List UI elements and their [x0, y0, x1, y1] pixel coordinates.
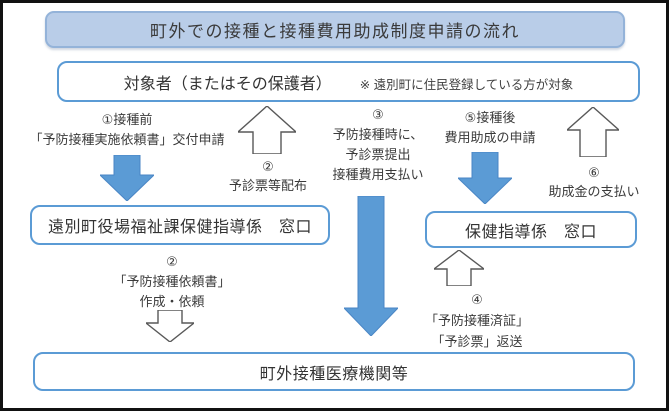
step3-num: ③ [372, 107, 384, 122]
step6-annotation: ⑥ 助成金の支払い [538, 163, 650, 201]
step1-annotation: ①接種前 「予防接種実施依頼書」交付申請 [18, 110, 236, 150]
medical-institution-label: 町外接種医療機関等 [259, 365, 409, 383]
step2-request-annotation: ② 「予防接種依頼書」 作成・依頼 [102, 252, 242, 312]
subject-note: ※ 遠別町に住民登録している方が対象 [359, 77, 574, 92]
white-up-arrow-step4 [434, 250, 484, 286]
step6-num: ⑥ [588, 165, 600, 180]
step2-request-num: ② [166, 254, 178, 269]
white-up-arrow-step6 [567, 107, 619, 157]
blue-down-arrow-step5 [458, 152, 512, 204]
town-office-label: 遠別町役場福祉課保健指導係 窓口 [47, 219, 312, 236]
step6-label: 助成金の支払い [548, 184, 640, 199]
step4-line1: 「予防接種済証」 [424, 313, 529, 328]
step4-line2: 「予診票」返送 [431, 334, 523, 349]
step5-line2: 費用助成の申請 [444, 130, 536, 145]
step2-distribute-label: 予診票等配布 [228, 178, 307, 193]
white-up-arrow-step2 [238, 106, 296, 154]
page-title: 町外での接種と接種費用助成制度申請の流れ [150, 22, 520, 41]
step1-line2: 「予防接種実施依頼書」交付申請 [29, 132, 225, 147]
step5-annotation: ⑤接種後 費用助成の申請 [430, 108, 550, 148]
blue-down-arrow-step1 [100, 155, 154, 201]
step2-request-line2: 作成・依頼 [139, 294, 205, 309]
step2-request-line1: 「予防接種依頼書」 [113, 274, 231, 289]
step2-distribute-annotation: ② 予診票等配布 [222, 157, 314, 195]
step4-annotation: ④ 「予防接種済証」 「予診票」返送 [402, 289, 552, 352]
health-section-label: 保健指導係 窓口 [464, 223, 597, 241]
town-office-box: 遠別町役場福祉課保健指導係 窓口 [30, 205, 330, 245]
medical-institution-box: 町外接種医療機関等 [33, 352, 635, 391]
step3-line1: 予防接種時に、 [332, 127, 424, 142]
health-section-box: 保健指導係 窓口 [425, 211, 637, 248]
step3-line2: 予診票提出 [345, 147, 411, 162]
step5-line1: ⑤接種後 [464, 110, 516, 125]
subject-label: 対象者（またはその保護者） [123, 75, 332, 93]
blue-down-arrow-long [344, 196, 398, 336]
step1-line1: ①接種前 [101, 112, 153, 127]
subject-box: 対象者（またはその保護者） ※ 遠別町に住民登録している方が対象 [57, 61, 640, 102]
white-down-arrow-step2 [146, 310, 194, 342]
step3-line3: 接種費用支払い [332, 167, 424, 182]
step4-num: ④ [471, 292, 483, 307]
step2-distribute-num: ② [262, 159, 274, 174]
title-box: 町外での接種と接種費用助成制度申請の流れ [45, 11, 625, 48]
step3-annotation: ③ 予防接種時に、 予診票提出 接種費用支払い [318, 105, 438, 185]
